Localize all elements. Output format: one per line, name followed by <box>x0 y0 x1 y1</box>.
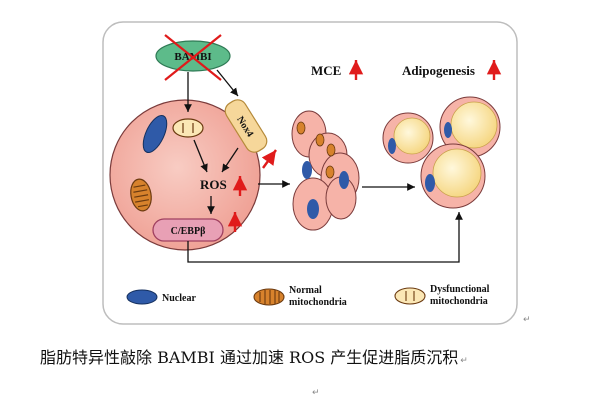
legend-nuclear-label: Nuclear <box>162 293 196 304</box>
normal-mitochondrion <box>130 178 152 212</box>
adipocyte-nucleus <box>388 138 396 154</box>
caption-text: 脂肪特异性敲除 BAMBI 通过加速 ROS 产生促进脂质沉积 <box>40 348 459 367</box>
caption-return-mark: ↵ <box>460 356 468 366</box>
cebpb-label: C/EBPβ <box>171 226 206 237</box>
bambi-knockout-cross <box>164 34 222 81</box>
adipocyte-nucleus <box>425 174 435 192</box>
adipocyte-cluster <box>382 96 501 209</box>
legend-dysfunctional-mito-swatch <box>394 287 426 305</box>
legend-normal-label-1: Normal <box>289 285 322 296</box>
arrow-nox4-to-ros <box>221 147 239 173</box>
arrow-cebpb-to-adipocytes <box>187 212 463 263</box>
ros-label: ROS <box>200 177 227 192</box>
mce-mito <box>296 121 306 135</box>
mce-nucleus <box>339 171 349 189</box>
legend: Nuclear Normal mitochondria Dysfunctiona… <box>126 284 490 308</box>
bottom-return-mark: ↵ <box>312 388 320 398</box>
legend-dysfunctional-label-2: mitochondria <box>430 296 488 307</box>
adipogenesis-label: Adipogenesis <box>402 63 475 78</box>
mce-mito <box>315 133 325 147</box>
legend-normal-label-2: mitochondria <box>289 297 347 308</box>
dysfunctional-mitochondrion <box>172 118 204 138</box>
nucleus-shape <box>142 114 168 154</box>
mce-mito <box>325 165 335 179</box>
figure-caption: 脂肪特异性敲除 BAMBI 通过加速 ROS 产生促进脂质沉积↵ <box>40 344 580 368</box>
bambi-node <box>155 40 231 72</box>
mce-mito <box>326 143 336 157</box>
mce-label: MCE <box>311 63 341 78</box>
legend-dysfunctional-label-1: Dysfunctional <box>430 284 490 295</box>
mce-cell-cluster <box>291 110 360 231</box>
edge-return-mark: ↵ <box>523 315 531 325</box>
legend-normal-mito-swatch <box>253 288 285 306</box>
mce-nucleus <box>307 199 319 219</box>
adipocyte-nucleus <box>444 122 452 138</box>
mce-nucleus <box>302 161 312 179</box>
nox4-up-arrow <box>261 149 277 169</box>
nox4-node: Nox4 <box>224 99 268 153</box>
arrow-bambi-to-nox4 <box>216 69 239 97</box>
arrow-mito-to-ros <box>193 139 208 173</box>
legend-nuclear-swatch <box>126 289 158 305</box>
